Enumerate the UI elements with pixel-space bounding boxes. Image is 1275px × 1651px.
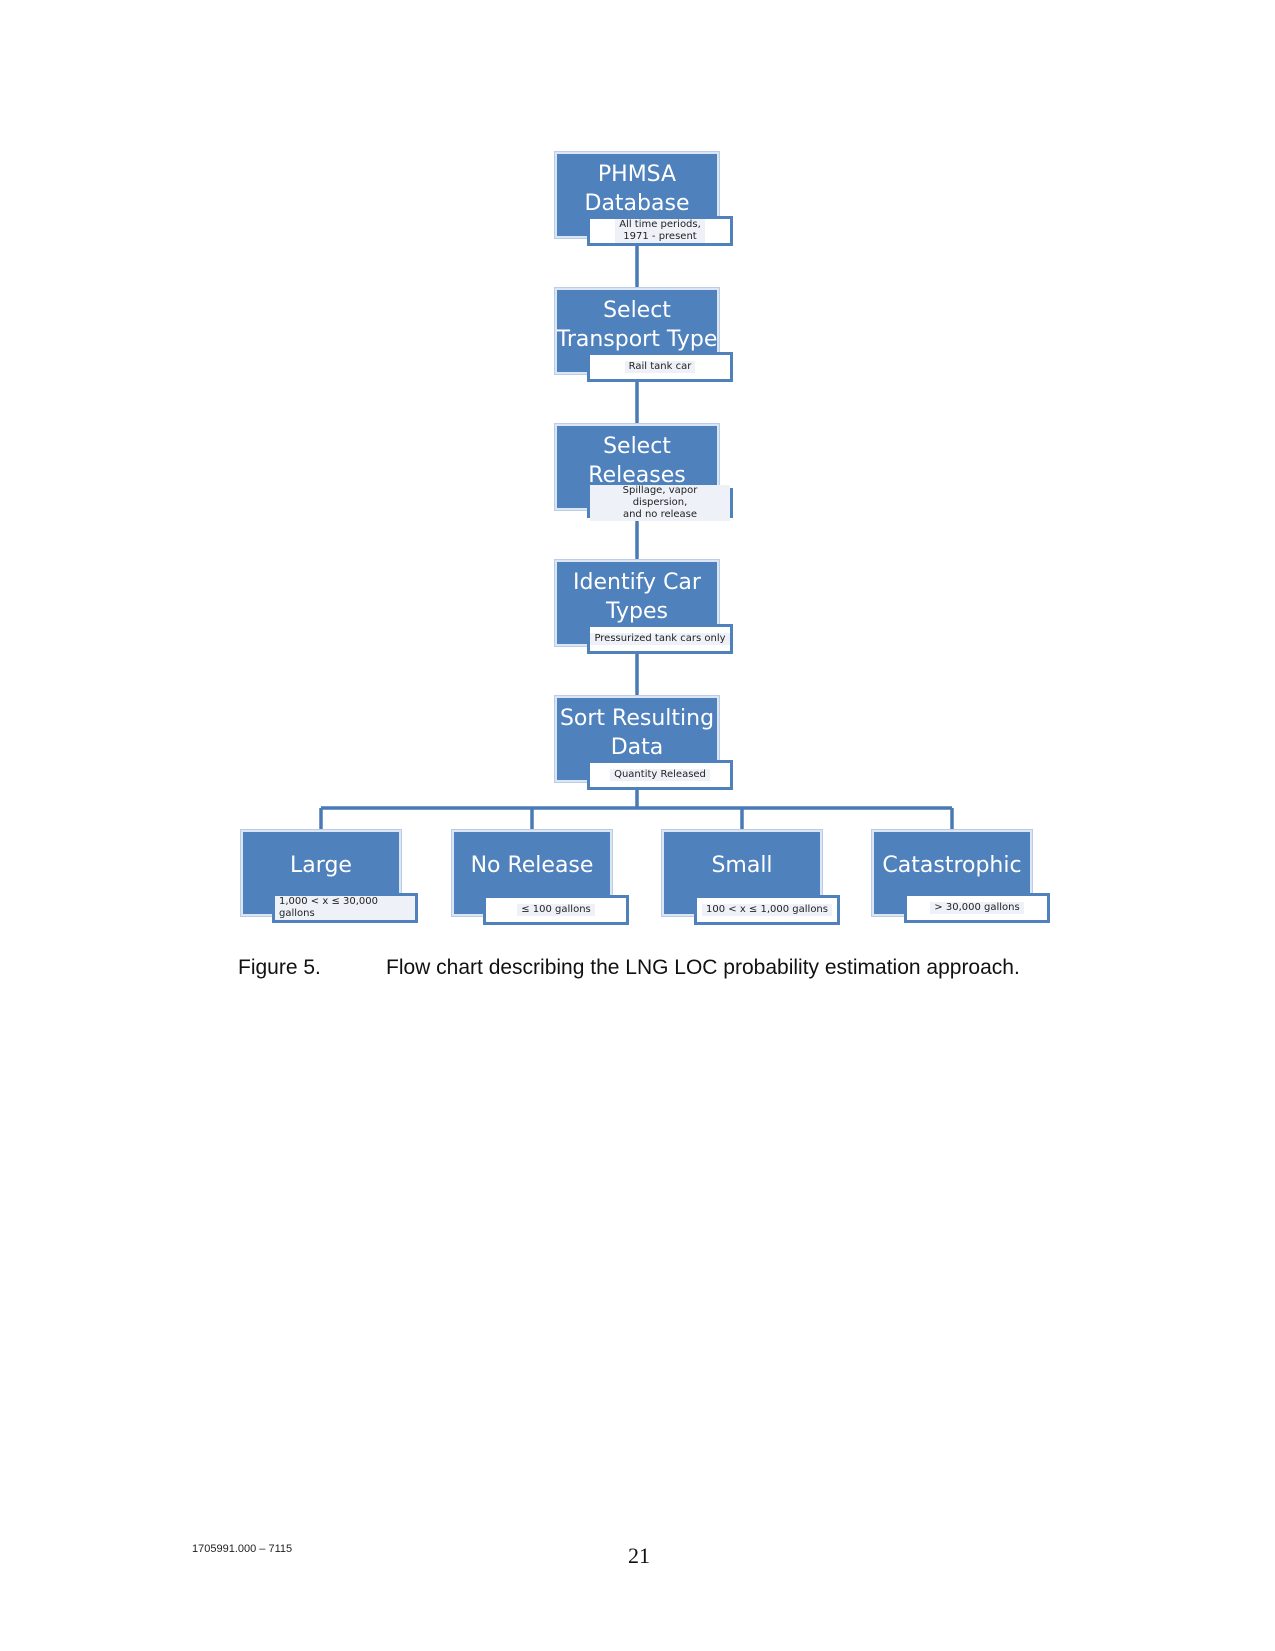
outcome-title: No Release	[470, 853, 594, 878]
step-title: Sort Resulting Data	[559, 706, 715, 760]
step-note: Pressurized tank cars only	[590, 633, 730, 645]
figure-number: Figure 5.	[238, 956, 321, 979]
outcome-note: > 30,000 gallons	[930, 902, 1024, 914]
step-note-box: Spillage, vapor dispersion, and no relea…	[587, 485, 733, 521]
outcome-note-box: 1,000 < x ≤ 30,000 gallons	[272, 893, 418, 923]
step-note-box: Pressurized tank cars only	[587, 624, 733, 654]
step-note: Spillage, vapor dispersion, and no relea…	[590, 485, 730, 521]
step-note: Rail tank car	[624, 361, 696, 373]
page-number: 21	[628, 1543, 650, 1568]
step-title: Select Transport Type	[556, 298, 718, 352]
step-note-box: Rail tank car	[587, 352, 733, 382]
step-title: Select Releases	[588, 434, 686, 488]
outcome-note-box: ≤ 100 gallons	[483, 895, 629, 925]
figure-caption: Flow chart describing the LNG LOC probab…	[386, 956, 1020, 979]
step-note: Quantity Released	[610, 769, 710, 781]
outcome-note: 1,000 < x ≤ 30,000 gallons	[275, 896, 415, 920]
step-title: PHMSA Database	[584, 162, 690, 216]
outcome-note-box: > 30,000 gallons	[904, 893, 1050, 923]
step-note-box: All time periods, 1971 - present	[587, 216, 733, 246]
outcome-note: ≤ 100 gallons	[517, 904, 595, 916]
step-title: Identify Car Types	[573, 570, 701, 624]
outcome-note-box: 100 < x ≤ 1,000 gallons	[694, 895, 840, 925]
outcome-note: 100 < x ≤ 1,000 gallons	[702, 904, 832, 916]
outcome-title: Small	[711, 853, 773, 878]
document-id: 1705991.000 – 7115	[192, 1543, 293, 1555]
outcome-title: Catastrophic	[882, 853, 1022, 878]
step-note: All time periods, 1971 - present	[615, 219, 705, 243]
step-note-box: Quantity Released	[587, 760, 733, 790]
outcome-title: Large	[290, 853, 352, 878]
